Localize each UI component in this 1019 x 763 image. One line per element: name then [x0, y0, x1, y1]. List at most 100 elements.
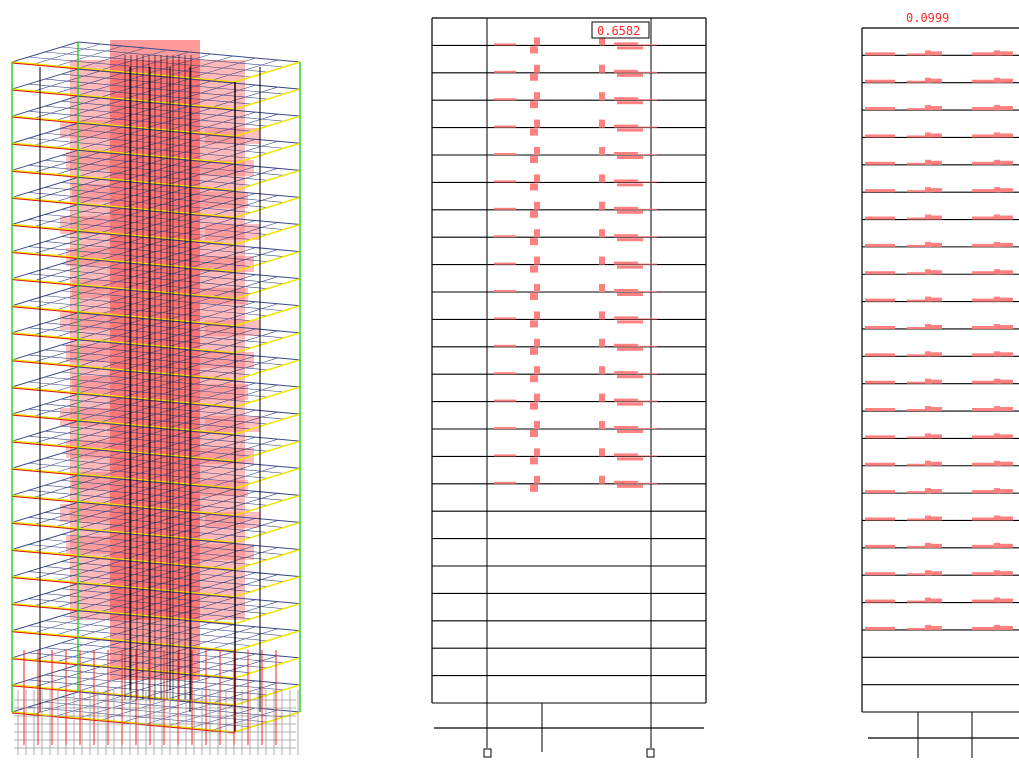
- slab-grid-line: [61, 73, 284, 95]
- moment-block: [865, 435, 895, 439]
- moment-diagram: [865, 488, 1013, 494]
- moment-block: [530, 183, 538, 191]
- moment-block: [599, 174, 605, 183]
- moment-block: [925, 433, 931, 439]
- moment-block: [617, 183, 643, 187]
- moment-cloud-lobe: [66, 344, 126, 362]
- slab-edge: [234, 142, 301, 164]
- moment-block: [534, 421, 540, 429]
- moment-cloud-lobe: [199, 160, 254, 176]
- moment-block: [997, 133, 1013, 138]
- moment-block: [494, 344, 516, 347]
- moment-block: [617, 484, 643, 488]
- moment-block: [637, 71, 657, 73]
- moment-block: [534, 64, 540, 73]
- slab-edge: [234, 711, 301, 733]
- moment-block: [907, 80, 932, 83]
- moment-block: [907, 381, 932, 384]
- moment-block: [997, 434, 1013, 439]
- moment-block: [617, 430, 643, 433]
- moment-block: [994, 132, 1000, 138]
- elevation-1-max-label: 0.6582: [597, 24, 640, 38]
- slab-edge: [11, 521, 236, 544]
- moment-block: [972, 517, 1002, 521]
- slab-edge: [234, 575, 301, 598]
- moment-diagram: [494, 421, 657, 437]
- moment-block: [994, 77, 1000, 83]
- moment-block: [927, 571, 942, 576]
- slab-grid-line: [61, 127, 284, 149]
- moment-block: [637, 44, 657, 46]
- moment-block: [927, 133, 942, 138]
- moment-block: [994, 105, 1000, 111]
- moment-block: [614, 426, 638, 429]
- moment-block: [534, 201, 540, 210]
- slab-grid-line: [61, 507, 284, 528]
- slab-edge: [234, 305, 301, 327]
- moment-block: [994, 269, 1000, 275]
- slab-grid-line: [28, 246, 252, 267]
- moment-diagram: [494, 366, 657, 383]
- moment-diagram: [865, 624, 1013, 630]
- slab-grid-line: [61, 46, 284, 68]
- moment-block: [599, 256, 605, 265]
- moment-block: [617, 293, 643, 296]
- moment-block: [494, 125, 516, 128]
- slab-grid-line: [28, 435, 252, 457]
- moment-block: [494, 317, 516, 320]
- moment-block: [865, 572, 895, 576]
- slab-edge: [234, 440, 301, 462]
- moment-block: [907, 108, 932, 111]
- moment-block: [927, 160, 942, 165]
- moment-block: [614, 42, 638, 46]
- slab-edge: [11, 440, 236, 462]
- slab-grid-line: [28, 137, 252, 159]
- moment-diagram: [494, 229, 657, 246]
- moment-block: [534, 92, 540, 101]
- moment-block: [494, 98, 516, 101]
- slab-grid-line: [28, 273, 252, 294]
- moment-diagram: [865, 323, 1013, 329]
- moment-block: [530, 293, 538, 300]
- slab-edge: [234, 88, 301, 110]
- moment-block: [907, 409, 932, 412]
- moment-block: [972, 572, 1002, 576]
- moment-block: [534, 366, 540, 375]
- moment-block: [907, 326, 932, 329]
- moment-block: [972, 490, 1002, 494]
- moment-diagram: [494, 256, 657, 273]
- moment-block: [534, 147, 540, 155]
- slab-grid-line: [28, 517, 252, 538]
- moment-block: [865, 325, 895, 329]
- slab-grid-line: [44, 403, 268, 425]
- moment-block: [997, 215, 1013, 220]
- moment-block: [994, 241, 1000, 247]
- moment-block: [599, 92, 605, 101]
- moment-block: [972, 435, 1002, 439]
- slab-grid-line: [61, 209, 284, 230]
- moment-block: [617, 73, 643, 77]
- moment-block: [927, 379, 942, 384]
- moment-block: [925, 269, 931, 275]
- slab-grid-line: [44, 539, 268, 560]
- isometric-3d-model-view: [11, 40, 301, 755]
- slab-grid-line: [44, 322, 268, 344]
- moment-block: [907, 53, 932, 56]
- slab-grid-line: [28, 219, 252, 240]
- moment-block: [494, 153, 516, 155]
- moment-diagram: [494, 174, 657, 191]
- moment-block: [637, 126, 657, 128]
- moment-block: [994, 187, 1000, 193]
- moment-block: [925, 296, 931, 302]
- slab-grid-line: [28, 327, 252, 349]
- slab-grid-line: [28, 192, 252, 213]
- moment-cloud-lobe: [205, 224, 260, 240]
- moment-block: [997, 461, 1013, 466]
- moment-block: [997, 625, 1013, 630]
- slab-grid-line: [61, 290, 284, 312]
- moment-block: [530, 430, 538, 437]
- slab-grid-line: [28, 571, 252, 592]
- moment-block: [637, 428, 657, 429]
- slab-edge: [11, 332, 236, 354]
- moment-block: [599, 201, 605, 210]
